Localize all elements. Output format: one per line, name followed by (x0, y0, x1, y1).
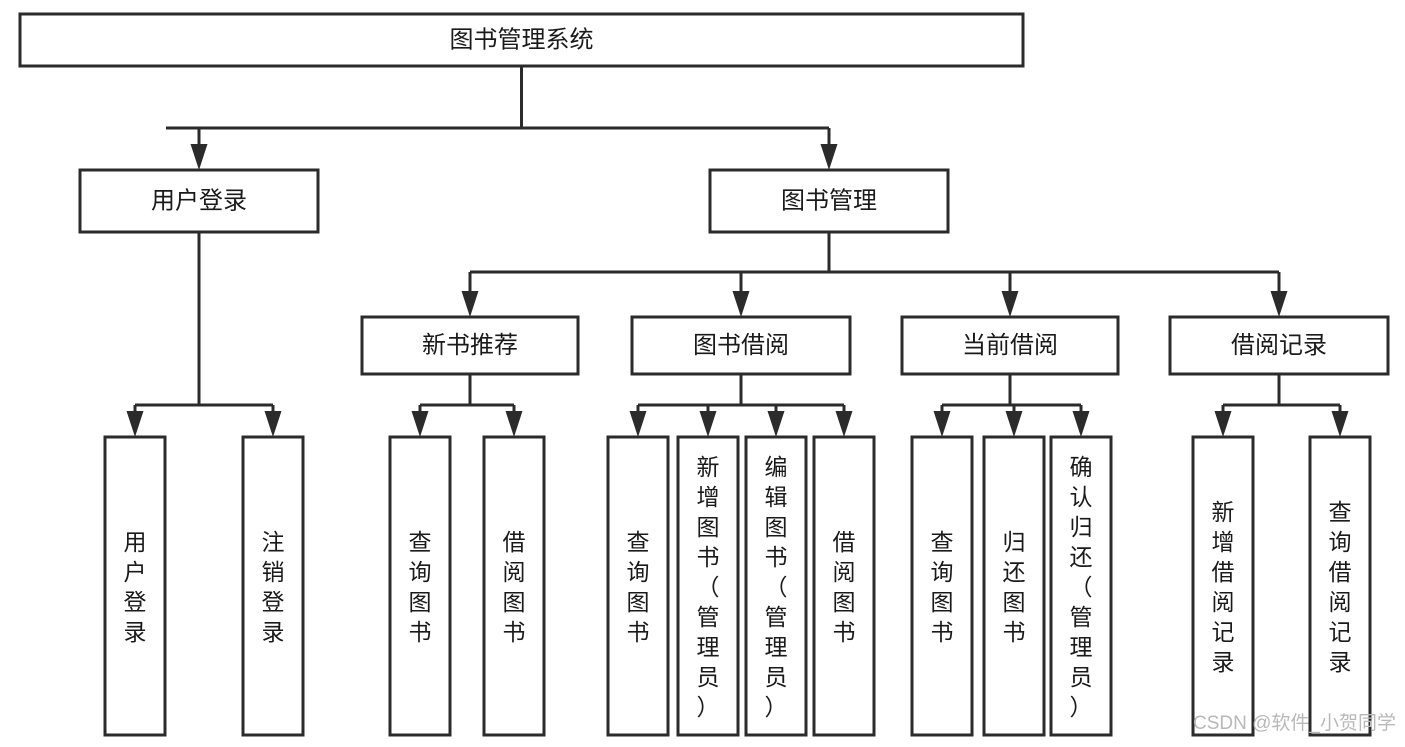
node-root-system-rect (18, 12, 1025, 68)
node-level3-3-label: 借阅记录 (1231, 332, 1327, 359)
node-level3-0[interactable]: 新书推荐 (360, 315, 580, 376)
node-leaf-7-label: 借阅图书 (833, 529, 856, 645)
node-leaf-5[interactable]: 新增图书（管理员） (676, 435, 740, 737)
node-level3-3[interactable]: 借阅记录 (1168, 315, 1390, 376)
arrow-current-borrow-to-leaf-2-head (1072, 411, 1090, 437)
node-leaf-6-label: 编辑图书（管理员） (765, 454, 788, 720)
arrow-current-borrow-to-leaf-1-head (1005, 411, 1023, 437)
node-leaf-0-label: 用户登录 (124, 529, 147, 645)
node-level2-1-rect (708, 168, 950, 234)
node-leaf-3-rect (482, 435, 546, 737)
arrow-book-mgmt-to-level3-2-head (1001, 291, 1019, 317)
node-root-system-label: 图书管理系统 (450, 26, 594, 53)
node-leaf-9-label: 归还图书 (1003, 529, 1026, 645)
node-level2-0-rect (78, 168, 320, 234)
node-leaf-6-rect (744, 435, 808, 737)
node-leaf-1-rect (241, 435, 305, 737)
csdn-watermark: CSDN @软件_小贺同学 (1193, 712, 1396, 734)
node-leaf-7-rect (812, 435, 876, 737)
node-leaf-9-rect (982, 435, 1046, 737)
node-leaf-0-rect (103, 435, 167, 737)
node-leaf-10-label: 确认归还（管理员） (1070, 454, 1093, 720)
node-level2-0-label: 用户登录 (151, 187, 247, 214)
node-leaf-8-rect (910, 435, 974, 737)
node-leaf-2[interactable]: 查询图书 (388, 435, 452, 737)
node-leaf-10[interactable]: 确认归还（管理员） (1049, 435, 1113, 737)
node-leaf-4-label: 查询图书 (627, 529, 650, 645)
connector-lines-layer (126, 66, 1349, 437)
node-leaf-10-rect (1049, 435, 1113, 737)
node-leaf-7[interactable]: 借阅图书 (812, 435, 876, 737)
arrow-book-borrow-to-leaf-1-head (699, 411, 717, 437)
node-level3-0-rect (360, 315, 580, 376)
node-boxes-layer: 图书管理系统用户登录图书管理新书推荐图书借阅当前借阅借阅记录用户登录注销登录查询… (18, 12, 1390, 737)
arrow-new-book-to-leaf-0-head (411, 411, 429, 437)
node-leaf-2-rect (388, 435, 452, 737)
node-leaf-11-rect (1191, 435, 1255, 737)
arrow-book-borrow-to-leaf-3-head (835, 411, 853, 437)
arrow-root-to-level2-0-head (190, 144, 208, 170)
arrow-root-to-level2-1-head (820, 144, 838, 170)
node-leaf-1[interactable]: 注销登录 (241, 435, 305, 737)
arrow-current-borrow-to-leaf-0-head (933, 411, 951, 437)
node-leaf-3-label: 借阅图书 (503, 529, 526, 645)
node-level3-2-label: 当前借阅 (962, 332, 1058, 359)
arrow-book-mgmt-to-level3-0-head (461, 291, 479, 317)
node-leaf-5-label: 新增图书（管理员） (697, 454, 720, 720)
node-leaf-1-label: 注销登录 (262, 529, 285, 645)
node-leaf-12[interactable]: 查询借阅记录 (1308, 435, 1372, 737)
node-leaf-4[interactable]: 查询图书 (606, 435, 670, 737)
node-leaf-11[interactable]: 新增借阅记录 (1191, 435, 1255, 737)
node-leaf-0[interactable]: 用户登录 (103, 435, 167, 737)
node-level3-1-label: 图书借阅 (693, 332, 789, 359)
node-leaf-5-rect (676, 435, 740, 737)
node-leaf-6[interactable]: 编辑图书（管理员） (744, 435, 808, 737)
node-leaf-9[interactable]: 归还图书 (982, 435, 1046, 737)
node-leaf-8-label: 查询图书 (931, 529, 954, 645)
node-level2-0[interactable]: 用户登录 (78, 168, 320, 234)
arrow-new-book-to-leaf-1-head (505, 411, 523, 437)
node-leaf-12-label: 查询借阅记录 (1329, 499, 1352, 675)
node-level3-3-rect (1168, 315, 1390, 376)
arrow-book-mgmt-to-level3-3-head (1270, 291, 1288, 317)
node-leaf-8[interactable]: 查询图书 (910, 435, 974, 737)
node-leaf-11-label: 新增借阅记录 (1212, 499, 1235, 675)
arrow-book-borrow-to-leaf-0-head (629, 411, 647, 437)
node-level3-2-rect (900, 315, 1120, 376)
node-leaf-3[interactable]: 借阅图书 (482, 435, 546, 737)
node-level3-2[interactable]: 当前借阅 (900, 315, 1120, 376)
node-level3-1[interactable]: 图书借阅 (630, 315, 852, 376)
node-leaf-12-rect (1308, 435, 1372, 737)
node-level2-1-label: 图书管理 (781, 187, 877, 214)
node-level3-0-label: 新书推荐 (422, 332, 518, 359)
node-root-system[interactable]: 图书管理系统 (18, 12, 1025, 68)
arrow-book-borrow-to-leaf-2-head (767, 411, 785, 437)
arrow-borrow-record-to-leaf-0-head (1214, 411, 1232, 437)
arrow-user-login-to-leaf-1-head (264, 411, 282, 437)
node-level2-1[interactable]: 图书管理 (708, 168, 950, 234)
node-leaf-4-rect (606, 435, 670, 737)
arrow-book-mgmt-to-level3-1-head (732, 291, 750, 317)
node-leaf-2-label: 查询图书 (409, 529, 432, 645)
arrow-borrow-record-to-leaf-1-head (1331, 411, 1349, 437)
arrow-user-login-to-leaf-0-head (126, 411, 144, 437)
node-level3-1-rect (630, 315, 852, 376)
